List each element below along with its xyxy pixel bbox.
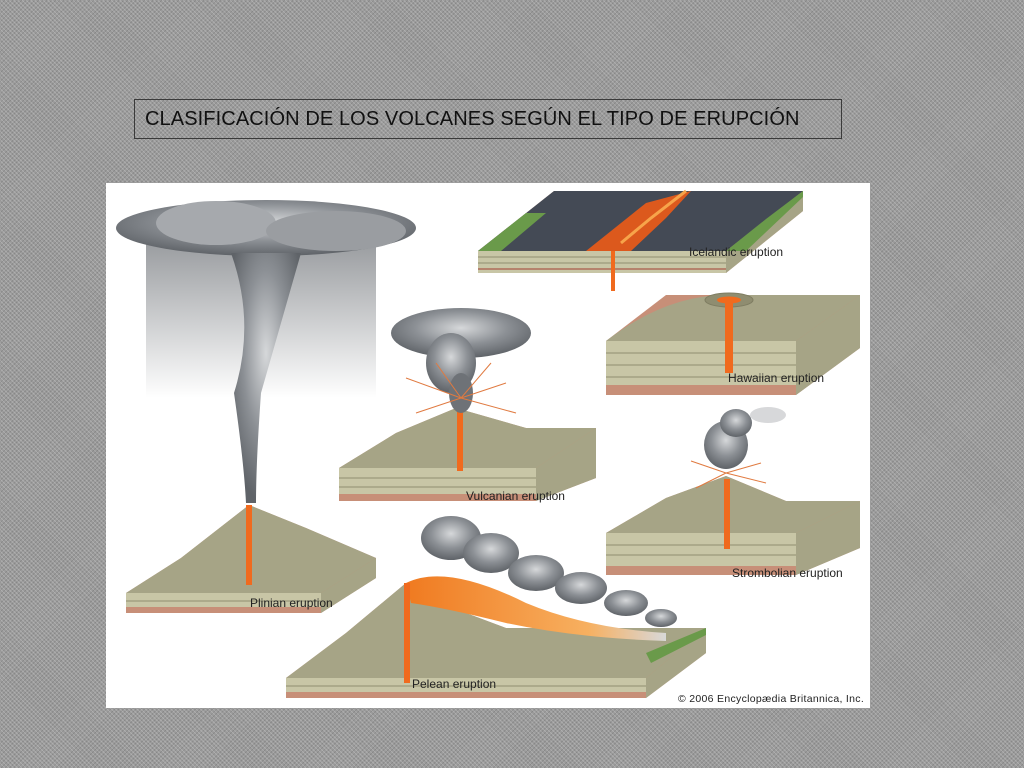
label-pelean-eruption: Pelean eruption bbox=[412, 677, 497, 691]
hawaiian-block bbox=[606, 292, 860, 395]
label-vulcanian-eruption: Vulcanian eruption bbox=[466, 489, 565, 503]
strombolian-block bbox=[606, 407, 860, 575]
vulcanian-block bbox=[339, 308, 596, 501]
plinian-block bbox=[116, 200, 416, 613]
label-hawaiian-eruption: Hawaiian eruption bbox=[728, 371, 825, 385]
eruption-illustration bbox=[116, 189, 860, 698]
icelandic-block bbox=[478, 189, 803, 291]
copyright-notice: © 2006 Encyclopædia Britannica, Inc. bbox=[678, 693, 865, 705]
eruption-types-figure: Icelandic eruption Hawaiian eruption Vul… bbox=[106, 183, 870, 708]
label-plinian-eruption: Plinian eruption bbox=[250, 596, 333, 610]
label-icelandic-eruption: Icelandic eruption bbox=[689, 245, 784, 259]
pelean-block bbox=[286, 516, 706, 698]
slide-title: CLASIFICACIÓN DE LOS VOLCANES SEGÚN EL T… bbox=[145, 107, 800, 130]
slide-title-box: CLASIFICACIÓN DE LOS VOLCANES SEGÚN EL T… bbox=[134, 99, 842, 139]
label-strombolian-eruption: Strombolian eruption bbox=[732, 566, 843, 580]
